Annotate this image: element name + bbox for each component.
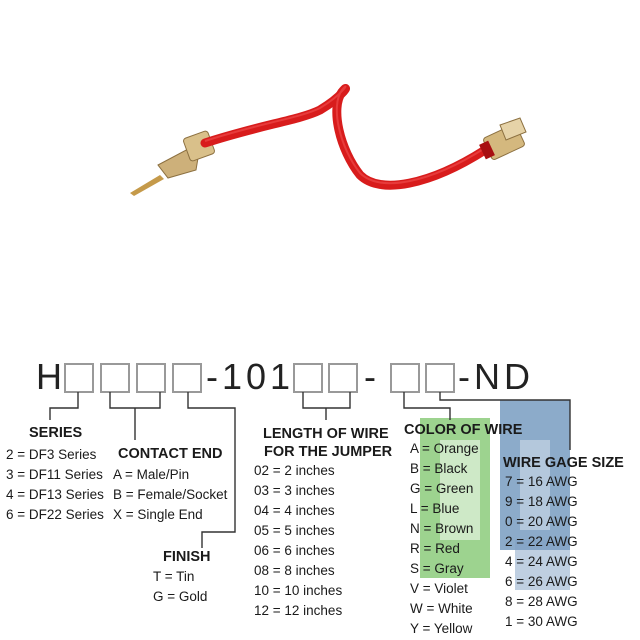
gage-item: 2 = 22 AWG bbox=[505, 534, 578, 549]
gage-item: 7 = 16 AWG bbox=[505, 474, 578, 489]
length-item: 12 = 12 inches bbox=[254, 603, 343, 618]
series-item: 2 = DF3 Series bbox=[6, 447, 97, 462]
length-code-box-2 bbox=[328, 363, 358, 393]
gage-item: 6 = 26 AWG bbox=[505, 574, 578, 589]
finish-heading: FINISH bbox=[163, 549, 211, 565]
color-item: V = Violet bbox=[410, 581, 468, 596]
finish-list: T = Tin G = Gold bbox=[153, 567, 207, 607]
color-item: S = Gray bbox=[410, 561, 464, 576]
male-pin-contact bbox=[130, 175, 164, 196]
length-item: 04 = 4 inches bbox=[254, 503, 335, 518]
length-item: 05 = 5 inches bbox=[254, 523, 335, 538]
color-item: Y = Yellow bbox=[410, 621, 473, 636]
contact-end-item: B = Female/Socket bbox=[113, 487, 228, 502]
contact-end-list: A = Male/Pin B = Female/Socket X = Singl… bbox=[113, 465, 227, 525]
length-item: 10 = 10 inches bbox=[254, 583, 343, 598]
series-item: 6 = DF22 Series bbox=[6, 507, 104, 522]
series-list: 2 = DF3 Series 3 = DF11 Series 4 = DF13 … bbox=[6, 445, 104, 525]
jumper-wire-photo bbox=[130, 83, 527, 196]
contact-end-code-box-2 bbox=[136, 363, 166, 393]
length-heading-line2: FOR THE JUMPER bbox=[264, 444, 393, 460]
part-number-middle: -101 bbox=[206, 356, 295, 397]
gage-heading: WIRE GAGE SIZE bbox=[503, 455, 624, 471]
color-item: W = White bbox=[410, 601, 473, 616]
gage-item: 9 = 18 AWG bbox=[505, 494, 578, 509]
part-number-dash: - bbox=[364, 356, 376, 397]
contact-end-item: X = Single End bbox=[113, 507, 203, 522]
length-item: 03 = 3 inches bbox=[254, 483, 335, 498]
finish-item: G = Gold bbox=[153, 589, 208, 604]
color-item: A = Orange bbox=[410, 441, 479, 456]
length-item: 02 = 2 inches bbox=[254, 463, 335, 478]
length-list: 02 = 2 inches 03 = 3 inches 04 = 4 inche… bbox=[254, 461, 342, 621]
color-code-box bbox=[390, 363, 420, 393]
color-item: N = Brown bbox=[410, 521, 474, 536]
color-item: L = Blue bbox=[410, 501, 460, 516]
length-heading-line1: LENGTH OF WIRE bbox=[263, 426, 389, 442]
gage-item: 4 = 24 AWG bbox=[505, 554, 578, 569]
contact-end-item: A = Male/Pin bbox=[113, 467, 190, 482]
digikey-logo-watermark-icon bbox=[420, 400, 570, 590]
contact-end-heading: CONTACT END bbox=[118, 446, 223, 462]
color-item: B = Black bbox=[410, 461, 468, 476]
contact-end-code-box-1 bbox=[100, 363, 130, 393]
series-item: 4 = DF13 Series bbox=[6, 487, 104, 502]
gage-item: 0 = 20 AWG bbox=[505, 514, 578, 529]
length-item: 06 = 6 inches bbox=[254, 543, 335, 558]
series-heading: SERIES bbox=[29, 425, 83, 441]
color-heading: COLOR OF WIRE bbox=[404, 422, 523, 438]
part-number-suffix: -ND bbox=[458, 356, 534, 397]
color-item: R = Red bbox=[410, 541, 460, 556]
color-list: A = Orange B = Black G = Green L = Blue … bbox=[410, 439, 479, 639]
color-item: G = Green bbox=[410, 481, 474, 496]
series-code-box bbox=[64, 363, 94, 393]
gage-item: 8 = 28 AWG bbox=[505, 594, 578, 609]
finish-item: T = Tin bbox=[153, 569, 195, 584]
length-item: 08 = 8 inches bbox=[254, 563, 335, 578]
series-item: 3 = DF11 Series bbox=[6, 467, 103, 482]
gage-list: 7 = 16 AWG 9 = 18 AWG 0 = 20 AWG 2 = 22 … bbox=[505, 472, 578, 632]
finish-code-box bbox=[172, 363, 202, 393]
gage-item: 1 = 30 AWG bbox=[505, 614, 578, 629]
length-code-box-1 bbox=[293, 363, 323, 393]
part-number-prefix: H bbox=[36, 356, 62, 397]
